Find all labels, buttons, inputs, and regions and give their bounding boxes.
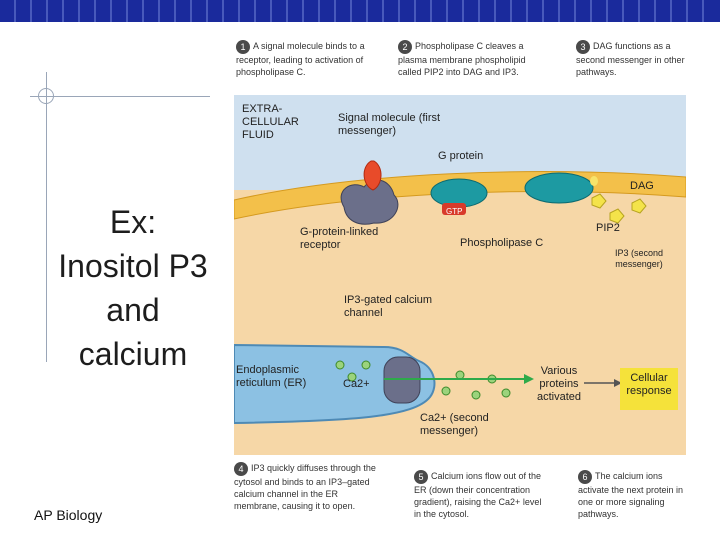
- step-text: Phospholipase C cleaves a plasma membran…: [398, 41, 526, 77]
- title-line: Ex:: [109, 204, 157, 240]
- top-title-bar: [0, 0, 720, 22]
- calcium-ion: [361, 360, 371, 370]
- calcium-flow-arrowhead: [524, 374, 534, 384]
- pip2-label: PIP2: [596, 222, 620, 234]
- title-line: calcium: [78, 336, 188, 372]
- ip3-molecule: [609, 208, 625, 224]
- er-label: Endoplasmic reticulum (ER): [236, 364, 307, 389]
- response-arrowhead: [614, 379, 622, 387]
- step-number-badge: 1: [236, 40, 250, 54]
- phospholipase-c: [524, 172, 594, 204]
- slide-guide-line-vertical: [46, 72, 47, 362]
- step-number-badge: 5: [414, 470, 428, 484]
- slide-guide-line-horizontal: [30, 96, 210, 97]
- step-text: A signal molecule binds to a receptor, l…: [236, 41, 365, 77]
- cellular-response-box: Cellular response: [620, 368, 678, 410]
- calcium-ion: [335, 360, 345, 370]
- calcium-ion: [471, 390, 481, 400]
- gtp-label: GTP: [446, 207, 463, 216]
- step-text: Calcium ions flow out of the ER (down th…: [414, 471, 542, 519]
- title-line: and: [106, 292, 160, 328]
- slide-title: Ex: Inositol P3 and calcium: [28, 200, 238, 376]
- cytosol-calcium-label: Ca2+ (second messenger): [420, 412, 489, 437]
- endoplasmic-reticulum: [234, 343, 436, 425]
- step-number-badge: 2: [398, 40, 412, 54]
- calcium-ion: [441, 386, 451, 396]
- receptor-label: G-protein-linked receptor: [300, 226, 379, 251]
- g-protein-label: G protein: [438, 150, 484, 162]
- step-number-badge: 3: [576, 40, 590, 54]
- calcium-ion: [347, 372, 357, 382]
- step-text: DAG functions as a second messenger in o…: [576, 41, 685, 77]
- proteins-label: Various proteins activated: [536, 365, 582, 403]
- ip3-molecule: [631, 198, 647, 214]
- channel-label: IP3-gated calcium channel: [344, 294, 433, 319]
- g-protein: [430, 178, 488, 208]
- step-text: IP3 quickly diffuses through the cytosol…: [234, 463, 376, 511]
- gtp-tag: [442, 203, 466, 215]
- step-text: The calcium ions activate the next prote…: [578, 471, 684, 519]
- ip3-label: IP3 (second messenger): [614, 248, 664, 269]
- receptor-protein: [340, 179, 399, 225]
- dag-lipid-head: [590, 176, 598, 186]
- step-number-badge: 6: [578, 470, 592, 484]
- step-number-badge: 4: [234, 462, 248, 476]
- er-calcium-label: Ca2+: [343, 378, 370, 390]
- signaling-diagram: [234, 95, 686, 455]
- calcium-ion: [455, 370, 465, 380]
- phospholipase-c-label: Phospholipase C: [460, 237, 544, 249]
- extracellular-label: EXTRA-CELLULAR FLUID: [242, 103, 299, 141]
- signal-molecule-label: Signal molecule (first messenger): [338, 112, 441, 137]
- signal-molecule: [363, 160, 382, 191]
- calcium-ion: [501, 388, 511, 398]
- title-line: Inositol P3: [58, 248, 208, 284]
- footer-label: AP Biology: [34, 507, 103, 523]
- dag-label: DAG: [630, 180, 654, 192]
- slide-guide-circle: [38, 88, 54, 104]
- ip3-molecule: [591, 193, 607, 209]
